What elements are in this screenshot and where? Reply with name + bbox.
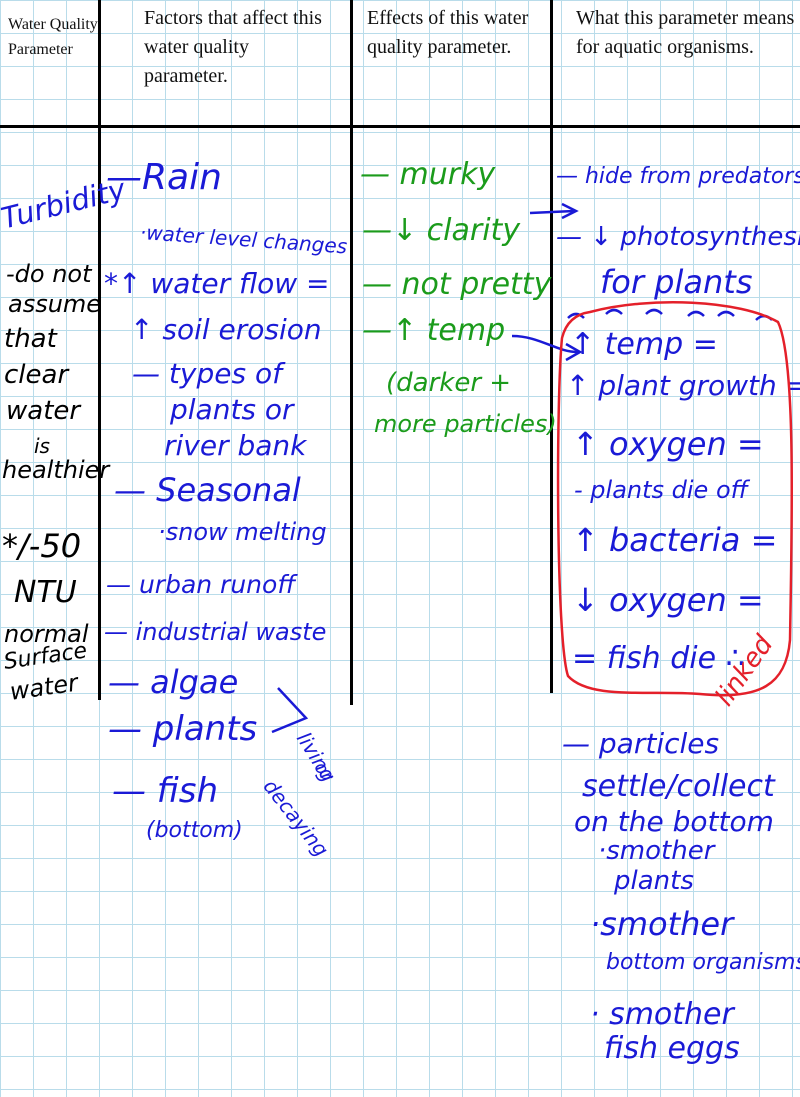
- parameter-note-line: clear: [4, 360, 69, 390]
- normal-range-line: normal: [4, 620, 89, 648]
- linked-chain-item: ↑ bacteria =: [572, 521, 778, 559]
- factor-item: ↑ soil erosion: [130, 313, 322, 346]
- parameter-note-line: -do not: [6, 260, 92, 288]
- temp-arrow: [511, 334, 579, 354]
- header-factors: Factors that affect this water quality p…: [144, 7, 322, 87]
- effect-item: more particles): [374, 410, 557, 438]
- wave-divider: [567, 308, 773, 321]
- column-rule-2: [350, 0, 353, 705]
- header-water-quality-parameter: Water Quality Parameter: [8, 16, 98, 58]
- particles-item: · smother: [590, 997, 734, 1032]
- header-divider: [0, 125, 800, 128]
- parameter-note-line: assume: [8, 290, 102, 318]
- particles-item: plants: [614, 866, 694, 896]
- factor-item: river bank: [164, 429, 307, 462]
- factor-item: plants or: [170, 393, 294, 426]
- effect-item: — murky: [360, 157, 496, 192]
- factor-item: — urban runoff: [106, 570, 296, 599]
- linked-enclosure: [556, 301, 794, 697]
- particles-item: settle/collect: [582, 769, 775, 804]
- parameter-note-line: water: [6, 396, 81, 426]
- particles-item: — particles: [562, 727, 720, 760]
- parameter-note-line: that: [4, 324, 57, 354]
- header-organisms: What this parameter means for aquatic or…: [576, 7, 795, 58]
- particles-item: ·smother: [598, 836, 715, 866]
- parameter-note-line: healthier: [2, 456, 110, 484]
- particles-item: on the bottom: [574, 805, 774, 838]
- organism-effect: — ↓ photosynthesis: [556, 222, 800, 252]
- linked-chain-item: ↑ plant growth =: [566, 369, 800, 402]
- factor-item: (bottom): [146, 818, 243, 843]
- effect-item: —↑ temp: [362, 313, 506, 348]
- particles-item: ·smother: [590, 905, 734, 943]
- linked-chain-item: = fish die ∴: [572, 641, 745, 676]
- linked-chain-item: ↓ oxygen =: [572, 581, 764, 619]
- factor-item: — plants: [108, 709, 258, 749]
- clarity-arrowhead: [561, 202, 579, 220]
- living-bracket: [271, 687, 309, 734]
- temp-arrowhead: [565, 342, 583, 362]
- clarity-arrow: [529, 209, 575, 215]
- factor-item: — types of: [132, 357, 282, 390]
- effect-item: —↓ clarity: [362, 213, 521, 248]
- linked-chain-item: - plants die off: [574, 476, 748, 504]
- particles-item: fish eggs: [604, 1031, 740, 1066]
- factor-item: — industrial waste: [104, 618, 327, 646]
- column-rule-1: [98, 0, 101, 700]
- linked-chain-item: ↑ oxygen =: [572, 425, 764, 463]
- organism-effect: — hide from predators: [556, 164, 800, 189]
- factor-item: *↑ water flow =: [104, 267, 330, 300]
- factor-item: — algae: [108, 663, 239, 701]
- effect-item: — not pretty: [362, 267, 552, 302]
- factor-item: — fish: [112, 771, 219, 811]
- normal-range-line: NTU: [14, 575, 77, 610]
- factor-item: ·snow melting: [158, 518, 327, 546]
- effect-item: (darker +: [386, 368, 512, 398]
- particles-item: bottom organisms: [606, 950, 800, 975]
- factor-item: —Rain: [106, 157, 222, 198]
- organism-effect: for plants: [600, 263, 753, 301]
- factor-item: — Seasonal: [114, 471, 301, 509]
- parameter-note-line: is: [34, 434, 50, 458]
- linked-chain-item: ↑ temp =: [570, 327, 718, 362]
- header-effects: Effects of this water quality parameter.: [367, 7, 529, 58]
- normal-range-line: */-50: [2, 527, 82, 565]
